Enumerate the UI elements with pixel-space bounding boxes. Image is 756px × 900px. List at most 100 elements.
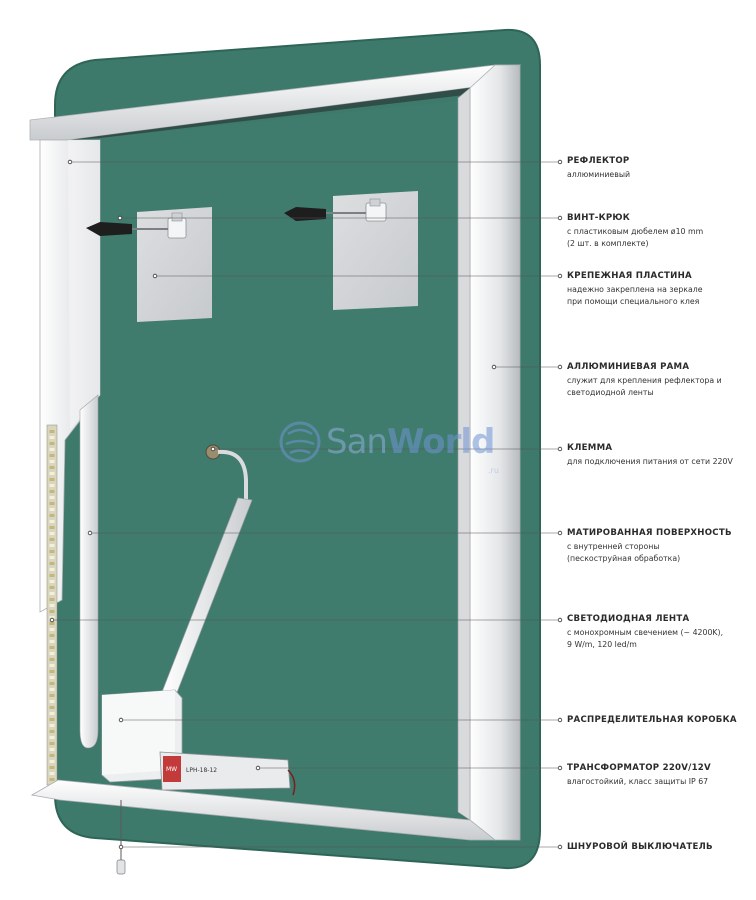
led-chip [49,502,55,505]
led-chip [49,556,55,559]
led-chip [49,580,55,583]
led-chip [49,676,55,679]
callout-desc: служит для крепления рефлектора и светод… [567,376,722,397]
left-reflector-inner [68,140,100,430]
led-chip [49,490,55,493]
leader-dot [118,717,124,723]
right-frame-inner [457,87,471,821]
transformer-model: LPH-18-12 [186,767,217,774]
callout-title: РАСПРЕДЕЛИТЕЛЬНАЯ КОРОБКА [567,715,737,725]
leader-dot [557,273,563,279]
leader-dot [117,215,123,221]
led-chip [49,478,55,481]
leader-dot [49,617,55,623]
led-chip [49,616,55,619]
leader-dot [557,530,563,536]
led-chip [49,550,55,553]
leader-dot [152,273,158,279]
led-chip [49,712,55,715]
led-chip [49,592,55,595]
hook-screw-right [284,198,387,222]
led-chip [49,658,55,661]
led-chip [49,778,55,781]
led-chip [49,448,55,451]
callout-desc: с монохромным свечением (~ 4200K), 9 W/m… [567,628,724,649]
led-chip [49,496,55,499]
led-chip [49,460,55,463]
led-chip [49,442,55,445]
callout-transformer: ТРАНСФОРМАТОР 220V/12V влагостойкий, кла… [567,763,752,788]
led-strip [46,424,58,786]
led-chip [49,724,55,727]
led-chip [49,772,55,775]
leader-dot [557,159,563,165]
led-chip [49,622,55,625]
mounting-plate-left [137,207,212,322]
callout-desc: с внутренней стороны (пескоструйная обра… [567,542,681,563]
leader-dot [557,446,563,452]
callout-pull-cord: ШНУРОВОЙ ВЫКЛЮЧАТЕЛЬ [567,842,752,853]
led-chip [49,742,55,745]
leader-dot [491,364,497,370]
led-chip [49,436,55,439]
leader-dot [557,717,563,723]
led-chip [49,730,55,733]
callout-mounting-plate: КРЕПЕЖНАЯ ПЛАСТИНА надежно закреплена на… [567,271,752,307]
leader-dot [557,844,563,850]
callout-desc: аллюминиевый [567,170,631,179]
led-chip [49,466,55,469]
led-chip [49,760,55,763]
mounting-plate-right [333,191,418,310]
leader-lines [49,159,563,850]
led-chip [49,664,55,667]
led-chip [49,736,55,739]
led-chip [49,568,55,571]
right-frame [469,64,521,841]
led-chip [49,574,55,577]
leader-dot [255,765,261,771]
led-chip [49,652,55,655]
callout-hook-screw: ВИНТ-КРЮК с пластиковым дюбелем ø10 mm (… [567,213,752,249]
leader-dot [118,844,124,850]
callout-title: ШНУРОВОЙ ВЫКЛЮЧАТЕЛЬ [567,842,713,852]
led-chip [49,640,55,643]
callout-distribution-box: РАСПРЕДЕЛИТЕЛЬНАЯ КОРОБКА [567,715,752,726]
led-chip [49,634,55,637]
led-chip [49,514,55,517]
led-chip [49,508,55,511]
leader-dot [557,765,563,771]
callout-title: СВЕТОДИОДНАЯ ЛЕНТА [567,614,690,624]
callout-desc: влагостойкий, класс защиты IP 67 [567,777,709,786]
leader-dot [557,364,563,370]
led-chip [49,604,55,607]
callout-desc: надежно закреплена на зеркале при помощи… [567,285,703,306]
led-chip [49,748,55,751]
callout-title: РЕФЛЕКТОР [567,156,630,166]
led-chip [49,430,55,433]
led-chip [49,754,55,757]
led-chip [49,454,55,457]
led-chip [49,544,55,547]
led-chip [49,688,55,691]
led-chip [49,562,55,565]
top-frame-shadow [68,85,490,140]
leader-dot [210,446,216,452]
callout-reflector: РЕФЛЕКТОР аллюминиевый [567,156,752,181]
terminal [205,444,248,500]
led-chip [49,718,55,721]
led-chip [49,706,55,709]
led-chip [49,628,55,631]
led-chip [49,538,55,541]
callout-title: ТРАНСФОРМАТОР 220V/12V [567,763,711,773]
led-chip [49,694,55,697]
pull-cord-switch [116,800,126,875]
left-inner-strip [79,394,99,749]
callout-aluminium-frame: АЛЛЮМИНИЕВАЯ РАМА служит для крепления р… [567,362,752,398]
leader-dot [67,159,73,165]
callout-matte-surface: МАТИРОВАННАЯ ПОВЕРХНОСТЬ с внутренней ст… [567,528,752,564]
led-chip [49,766,55,769]
callout-led-strip: СВЕТОДИОДНАЯ ЛЕНТА с монохромным свечени… [567,614,752,650]
callout-title: ВИНТ-КРЮК [567,213,631,223]
led-chip [49,520,55,523]
hook-screw-left [86,212,187,239]
